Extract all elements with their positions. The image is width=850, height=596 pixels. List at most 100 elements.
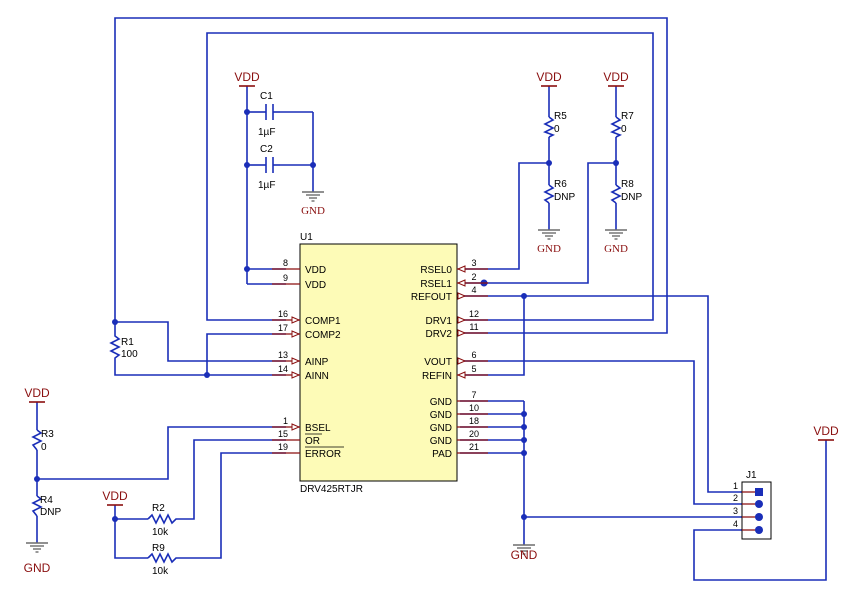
pin-num: 17 (278, 323, 288, 333)
j1-ref: J1 (746, 470, 757, 481)
pin-name: GND (430, 423, 452, 434)
j1-pin-circle (755, 500, 763, 508)
pin-num: 9 (283, 273, 288, 283)
resistor-r3: R3 0 (31, 429, 54, 453)
r1-value: 100 (121, 349, 138, 360)
pin-name: PAD (432, 449, 452, 460)
pin-name: DRV1 (426, 316, 453, 327)
u1-chip: U1 DRV425RTJR (272, 232, 488, 495)
r4-ref: R4 (40, 495, 53, 506)
gnd-symbol-u1: GND (511, 544, 538, 562)
vdd-symbol-r2: VDD (102, 489, 128, 506)
u1-ref: U1 (300, 232, 313, 243)
pin-num: 20 (469, 429, 479, 439)
pin-name: VDD (305, 280, 326, 291)
pin-num: 1 (283, 416, 288, 426)
c1-value: 1µF (258, 127, 275, 138)
r2-ref: R2 (152, 503, 165, 514)
r5-value: 0 (554, 124, 560, 135)
pin-name: COMP2 (305, 330, 341, 341)
pin-name: RSEL0 (420, 265, 452, 276)
pin-name: AINN (305, 371, 329, 382)
vdd-symbol-r3: VDD (24, 386, 50, 403)
r6-ref: R6 (554, 179, 567, 190)
j1-pin-num: 1 (733, 481, 738, 491)
pin-name: OR (305, 436, 320, 447)
pin-name: ERROR (305, 449, 341, 460)
pin-num: 15 (278, 429, 288, 439)
j1-pin1-square (755, 488, 763, 496)
pin-num: 7 (471, 390, 476, 400)
resistor-r2: R2 10k (147, 503, 178, 538)
gnd-label: GND (24, 561, 51, 575)
pin-num: 19 (278, 442, 288, 452)
resistor-r6: R6 DNP (543, 179, 575, 204)
r3-ref: R3 (41, 429, 54, 440)
pin-name: COMP1 (305, 316, 341, 327)
resistor-r1: R1 100 (109, 322, 138, 360)
vdd-symbol-c: VDD (234, 70, 260, 87)
vdd-label: VDD (234, 70, 260, 84)
pin-num: 4 (471, 285, 476, 295)
capacitor-c1: C1 1µF (258, 91, 280, 138)
pin-num: 10 (469, 403, 479, 413)
r8-ref: R8 (621, 179, 634, 190)
pin-name: REFIN (422, 371, 452, 382)
gnd-symbol-r6: GND (537, 229, 561, 255)
gnd-symbol-r4: GND (24, 542, 51, 575)
resistor-r5: R5 0 (543, 111, 567, 138)
pin-name: VDD (305, 265, 326, 276)
j1-pin-num: 2 (733, 493, 738, 503)
j1-pin-num: 4 (733, 519, 738, 529)
connector-j1: J1 1 2 3 4 (733, 470, 772, 540)
pin-num: 8 (283, 258, 288, 268)
vdd-label: VDD (102, 489, 128, 503)
vdd-label: VDD (536, 70, 562, 84)
pin-name: AINP (305, 357, 329, 368)
r8-value: DNP (621, 192, 642, 203)
r1-ref: R1 (121, 337, 134, 348)
pin-num: 3 (471, 258, 476, 268)
vdd-symbol-r7: VDD (603, 70, 629, 87)
r9-value: 10k (152, 566, 169, 577)
r4-value: DNP (40, 507, 61, 518)
vdd-label: VDD (24, 386, 50, 400)
pin-name: BSEL (305, 423, 331, 434)
r7-value: 0 (621, 124, 627, 135)
gnd-label: GND (511, 548, 538, 562)
vdd-symbol-r5: VDD (536, 70, 562, 87)
u1-part: DRV425RTJR (300, 484, 363, 495)
r9-ref: R9 (152, 543, 165, 554)
vdd-symbol-j1: VDD (813, 424, 839, 441)
pin-name: GND (430, 397, 452, 408)
vdd-label: VDD (603, 70, 629, 84)
pin-name: GND (430, 436, 452, 447)
j1-pin-num: 3 (733, 506, 738, 516)
pin-name: GND (430, 410, 452, 421)
j1-pin-circle (755, 513, 763, 521)
pin-num: 5 (471, 364, 476, 374)
pin-num: 13 (278, 350, 288, 360)
pin-name: REFOUT (411, 292, 452, 303)
pin-name: DRV2 (426, 329, 453, 340)
c1-ref: C1 (260, 91, 273, 102)
r3-value: 0 (41, 442, 47, 453)
gnd-label: GND (301, 205, 325, 217)
r5-ref: R5 (554, 111, 567, 122)
pin-num: 2 (471, 272, 476, 282)
gnd-label: GND (604, 243, 628, 255)
gnd-symbol-c: GND (301, 191, 325, 217)
pin-num: 6 (471, 350, 476, 360)
pin-num: 11 (469, 322, 478, 332)
gnd-symbol-r8: GND (604, 229, 628, 255)
junctions (34, 109, 619, 522)
pin-name: VOUT (424, 357, 452, 368)
pin-num: 21 (469, 442, 479, 452)
c2-ref: C2 (260, 144, 273, 155)
pin-num: 14 (278, 364, 288, 374)
r7-ref: R7 (621, 111, 634, 122)
pin-num: 18 (469, 416, 479, 426)
vdd-label: VDD (813, 424, 839, 438)
resistor-r7: R7 0 (610, 111, 634, 138)
